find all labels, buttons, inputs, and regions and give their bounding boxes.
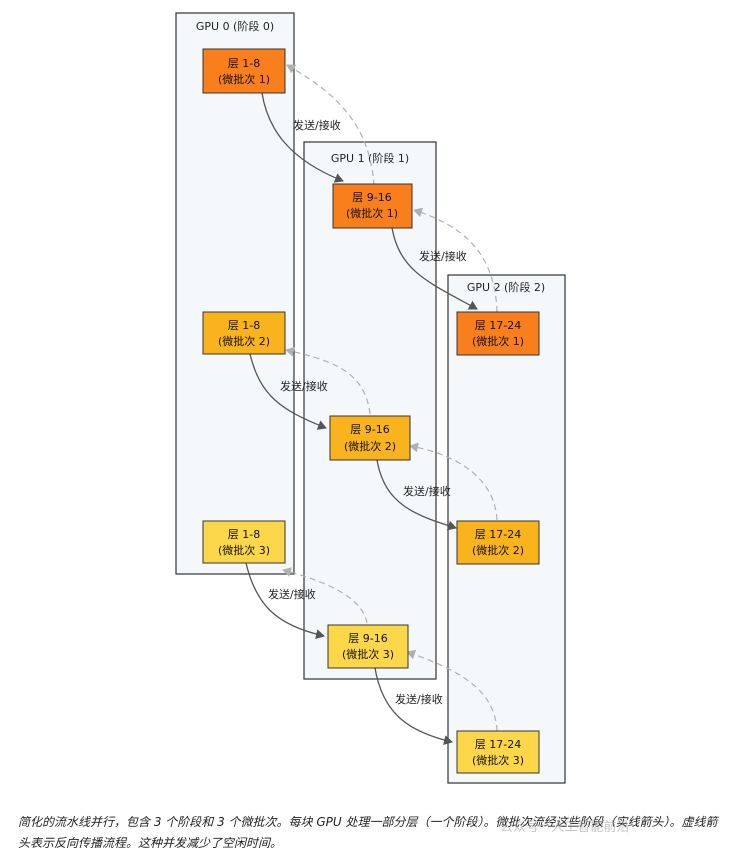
node-microbatch-label: (微批次 2) (218, 334, 270, 348)
node-microbatch-label: (微批次 1) (346, 206, 398, 220)
backward-arrow-mb2-s1-s0 (285, 346, 371, 415)
edge-label-mb1-s0-s1: 发送/接收 (293, 118, 341, 132)
backward-arrow-mb3-s1-s0 (282, 567, 368, 624)
node-layers-label: 层 17-24 (475, 319, 521, 332)
forward-arrow-mb3-s0-s1 (245, 562, 325, 640)
node-box (456, 730, 540, 774)
pipeline-diagram: GPU 0 (阶段 0) GPU 1 (阶段 1) GPU 2 (阶段 2) 发… (175, 12, 566, 784)
node-mb3-stage0: 层 1-8 (微批次 3) (202, 520, 286, 564)
node-mb2-stage0: 层 1-8 (微批次 2) (202, 311, 286, 355)
backward-arrow-mb3-s2-s1 (406, 649, 498, 732)
figure-caption: 简化的流水线并行，包含 3 个阶段和 3 个微批次。每块 GPU 处理一部分层（… (18, 815, 718, 850)
node-layers-label: 层 17-24 (475, 528, 521, 541)
node-layers-label: 层 9-16 (352, 191, 391, 204)
node-microbatch-label: (微批次 1) (472, 334, 524, 348)
node-mb3-stage1: 层 9-16 (微批次 3) (327, 624, 409, 669)
node-microbatch-label: (微批次 1) (218, 72, 270, 86)
edge-label-mb2-s1-s2: 发送/接收 (403, 484, 451, 498)
node-microbatch-label: (微批次 3) (342, 647, 394, 661)
node-layers-label: 层 9-16 (348, 632, 387, 645)
edge-label-mb2-s0-s1: 发送/接收 (280, 379, 328, 393)
node-mb3-stage2: 层 17-24 (微批次 3) (456, 730, 540, 774)
node-microbatch-label: (微批次 2) (472, 543, 524, 557)
node-microbatch-label: (微批次 3) (472, 753, 524, 767)
node-layers-label: 层 1-8 (228, 319, 260, 332)
node-box (329, 415, 411, 461)
gpu-1-label: GPU 1 (阶段 1) (331, 151, 409, 165)
forward-arrow-mb1-s1-s2 (391, 227, 478, 310)
backward-arrow-mb1-s1-s0 (286, 64, 375, 187)
node-mb1-stage2: 层 17-24 (微批次 1) (456, 311, 540, 356)
gpu-2-label: GPU 2 (阶段 2) (467, 280, 545, 294)
node-mb1-stage0: 层 1-8 (微批次 1) (202, 48, 286, 94)
forward-arrow-mb2-s0-s1 (249, 353, 327, 430)
node-microbatch-label: (微批次 3) (218, 543, 270, 557)
forward-arrow-mb1-s0-s1 (261, 92, 344, 183)
node-box (202, 311, 286, 355)
node-box (327, 624, 409, 669)
node-layers-label: 层 1-8 (228, 528, 260, 541)
edge-label-mb1-s1-s2: 发送/接收 (419, 249, 467, 263)
gpu-0-container: GPU 0 (阶段 0) (175, 12, 295, 575)
gpu-0-label: GPU 0 (阶段 0) (196, 19, 274, 33)
forward-arrow-mb3-s1-s2 (374, 667, 453, 746)
edge-labels: 发送/接收 发送/接收 发送/接收 发送/接收 发送/接收 发送/接收 (268, 118, 467, 706)
node-box (202, 520, 286, 564)
backward-arrow-mb1-s2-s1 (413, 207, 498, 313)
node-box (456, 520, 540, 565)
edge-label-mb3-s1-s2: 发送/接收 (395, 692, 443, 706)
forward-arrows (245, 92, 478, 746)
node-box (456, 311, 540, 356)
node-mb2-stage1: 层 9-16 (微批次 2) (329, 415, 411, 461)
backward-arrow-mb2-s2-s1 (409, 442, 498, 521)
node-layers-label: 层 17-24 (475, 738, 521, 751)
node-box (202, 48, 286, 94)
edge-label-mb3-s0-s1: 发送/接收 (268, 587, 316, 601)
node-layers-label: 层 1-8 (228, 57, 260, 70)
node-box (332, 183, 413, 229)
node-microbatch-label: (微批次 2) (344, 439, 396, 453)
backward-arrows (282, 64, 498, 732)
node-layers-label: 层 9-16 (350, 423, 389, 436)
node-mb1-stage1: 层 9-16 (微批次 1) (332, 183, 413, 229)
forward-arrow-mb2-s1-s2 (376, 459, 457, 531)
node-mb2-stage2: 层 17-24 (微批次 2) (456, 520, 540, 565)
